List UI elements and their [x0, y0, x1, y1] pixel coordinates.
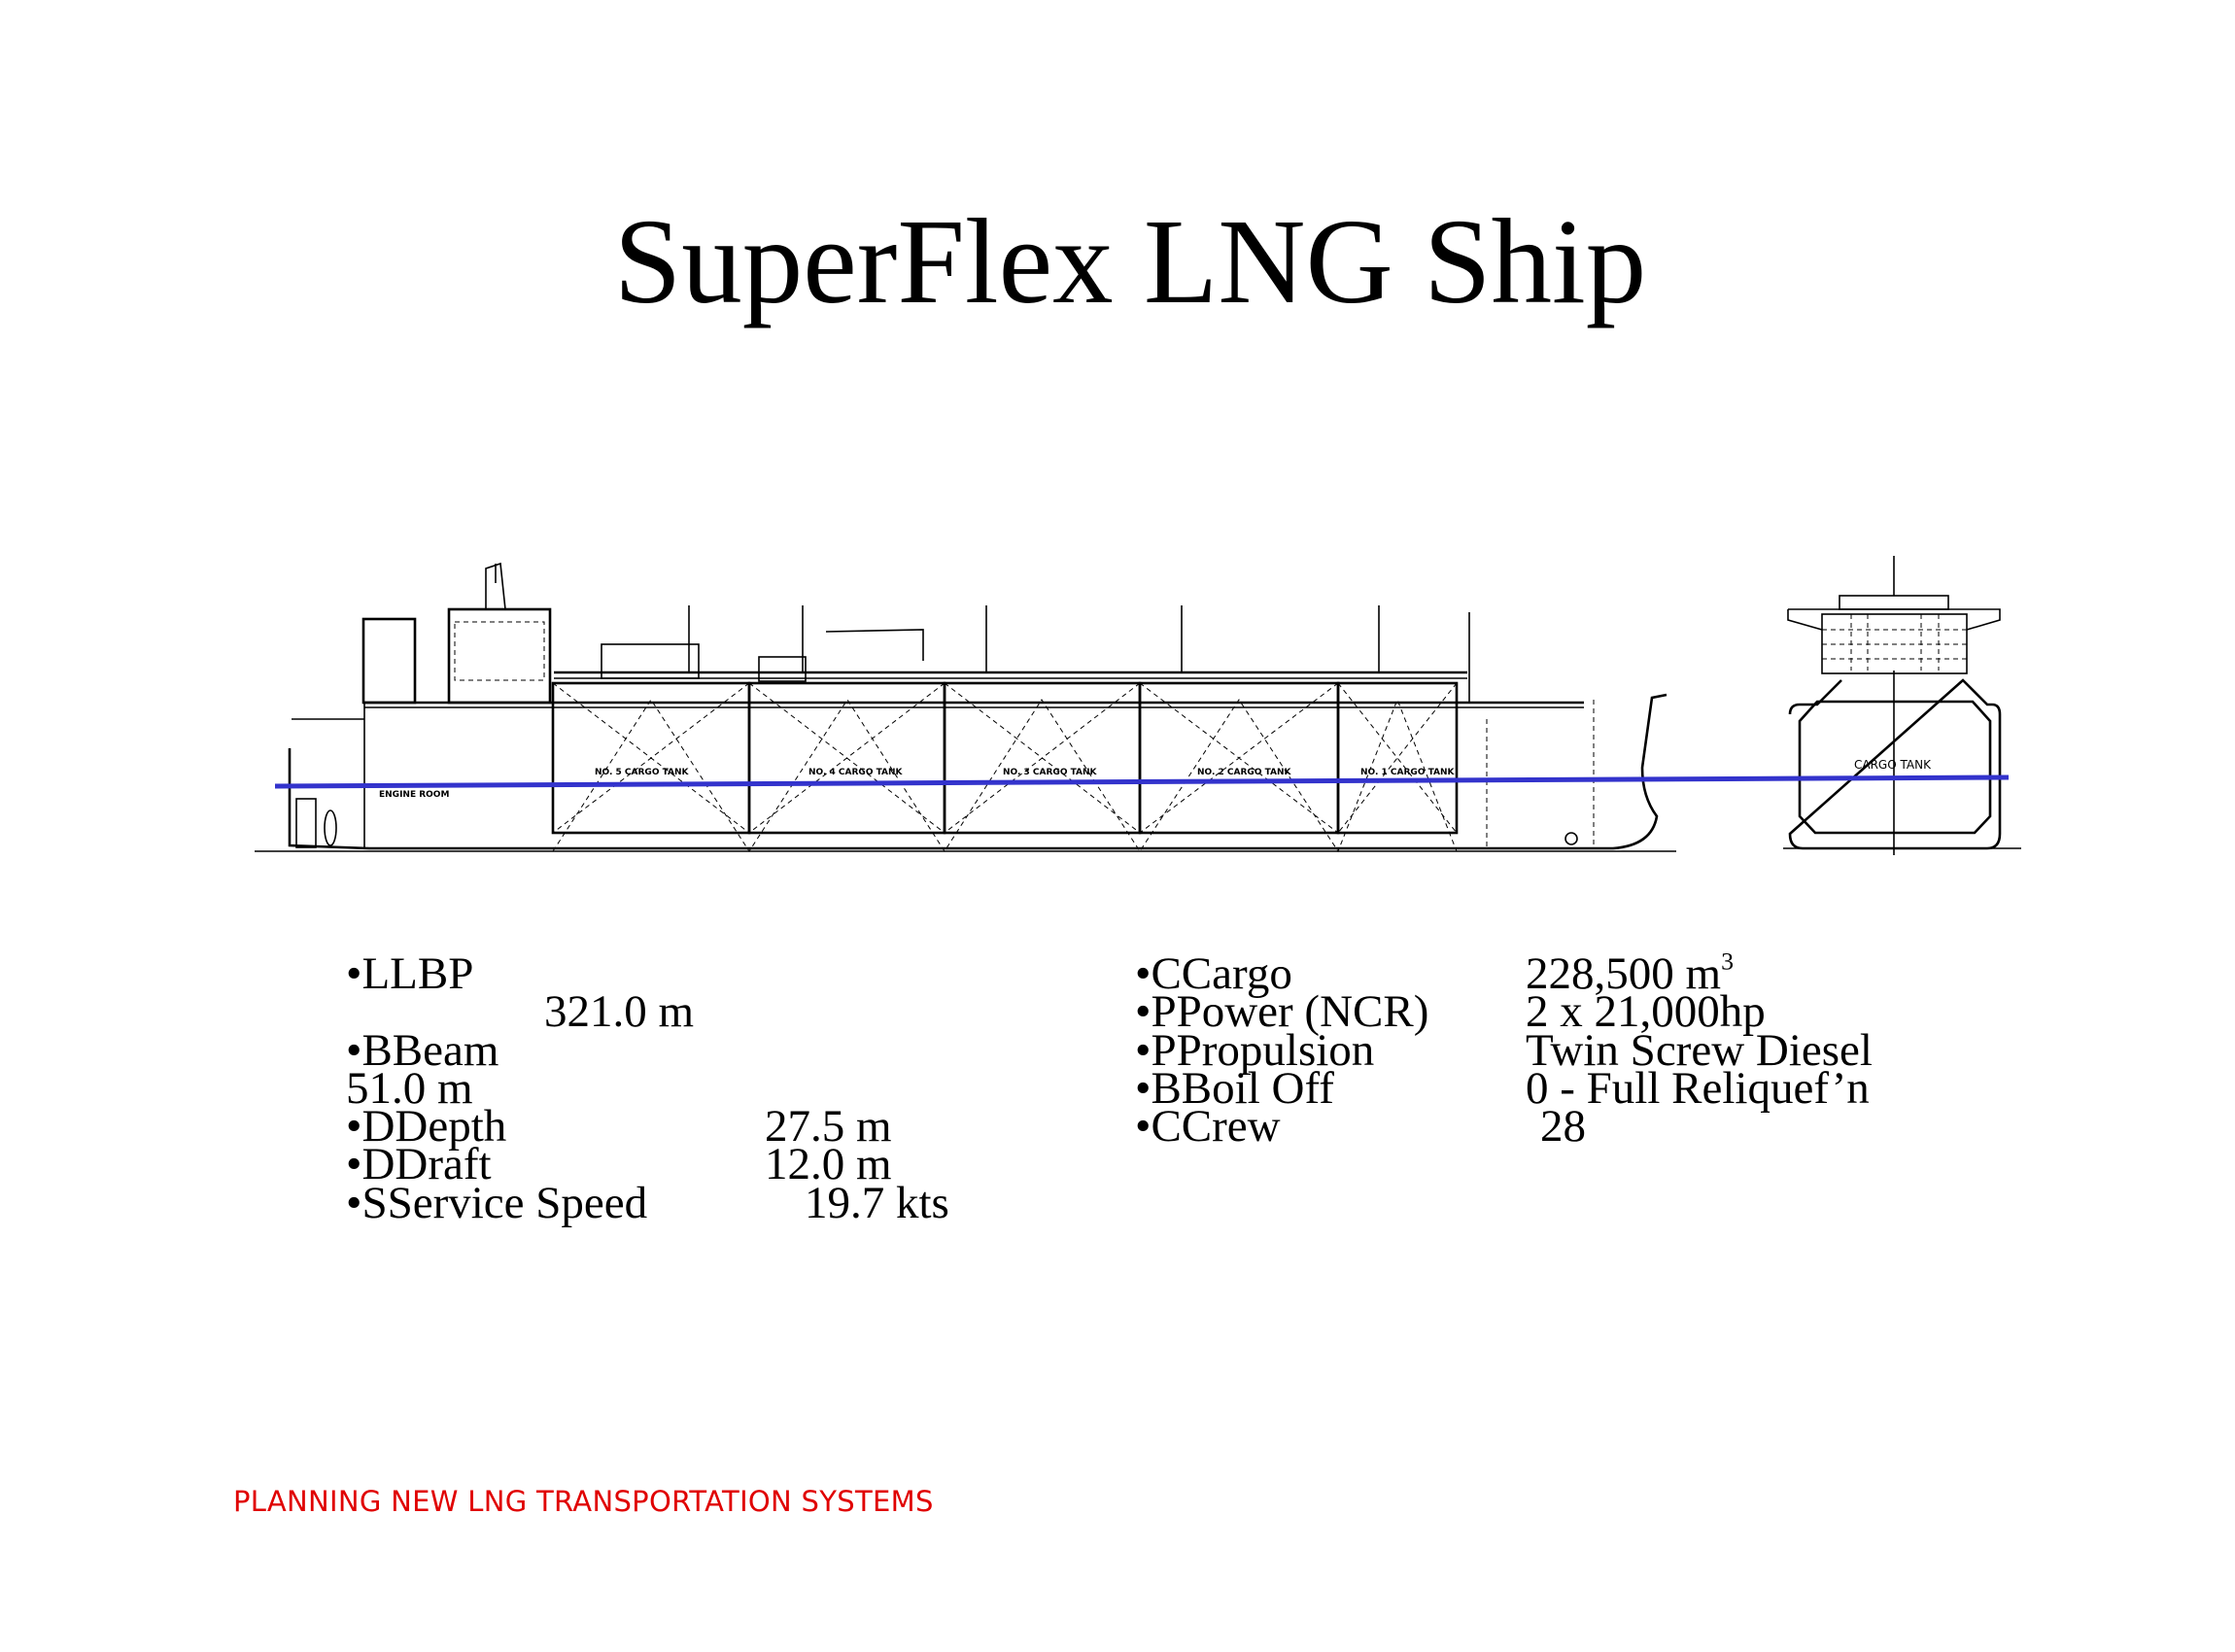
spec-draft-label: •DDraft: [346, 1139, 492, 1189]
tank-label-1: NO. 1 CARGO TANK: [1360, 768, 1456, 777]
spec-lbp-label: •LLBP: [346, 948, 474, 999]
spec-cargo-label: •CCargo: [1135, 948, 1292, 999]
spec-propulsion-value: Twin Screw Diesel: [1526, 1025, 1873, 1076]
footer-text: PLANNING NEW LNG TRANSPORTATION SYSTEMS: [233, 1485, 934, 1518]
spec-beam-label: •BBeam: [346, 1025, 499, 1076]
tank-label-3: NO. 3 CARGO TANK: [1003, 768, 1098, 777]
tank-label-4: NO. 4 CARGO TANK: [808, 768, 904, 777]
spec-crew-label: •CCrew: [1135, 1101, 1281, 1152]
spec-speed-value: 19.7 kts: [805, 1178, 949, 1228]
section-tank-label: CARGO TANK: [1854, 758, 1932, 772]
spec-power-label: •PPower (NCR): [1135, 986, 1429, 1037]
spec-draft-value: 12.0 m: [765, 1139, 892, 1189]
spec-crew-value: 28: [1540, 1101, 1586, 1152]
spec-depth-value: 27.5 m: [765, 1101, 892, 1152]
tank-label-5: NO. 5 CARGO TANK: [595, 768, 690, 777]
spec-boiloff-value: 0 - Full Reliquef’n: [1526, 1063, 1870, 1114]
slide-title: SuperFlex LNG Ship: [613, 195, 1647, 329]
tank-label-2: NO. 2 CARGO TANK: [1197, 768, 1292, 777]
engine-room-label: ENGINE ROOM: [379, 790, 449, 800]
spec-propulsion-label: •PPropulsion: [1135, 1025, 1375, 1076]
spec-cargo-value: 228,500 m3: [1526, 946, 1734, 999]
ship-cross-section: CARGO TANK: [1783, 556, 2021, 855]
spec-power-value: 2 x 21,000hp: [1526, 986, 1766, 1037]
spec-boiloff-label: •BBoil Off: [1135, 1063, 1334, 1114]
waterline: [274, 774, 2010, 789]
spec-lbp-value: 321.0 m: [544, 986, 695, 1037]
ship-profile: NO. 5 CARGO TANK NO. 4 CARGO TANK NO. 3 …: [255, 562, 1676, 853]
spec-speed-label: •SService Speed: [346, 1178, 648, 1228]
spec-depth-label: •DDepth: [346, 1101, 507, 1152]
spec-beam-value: 51.0 m: [346, 1063, 473, 1114]
